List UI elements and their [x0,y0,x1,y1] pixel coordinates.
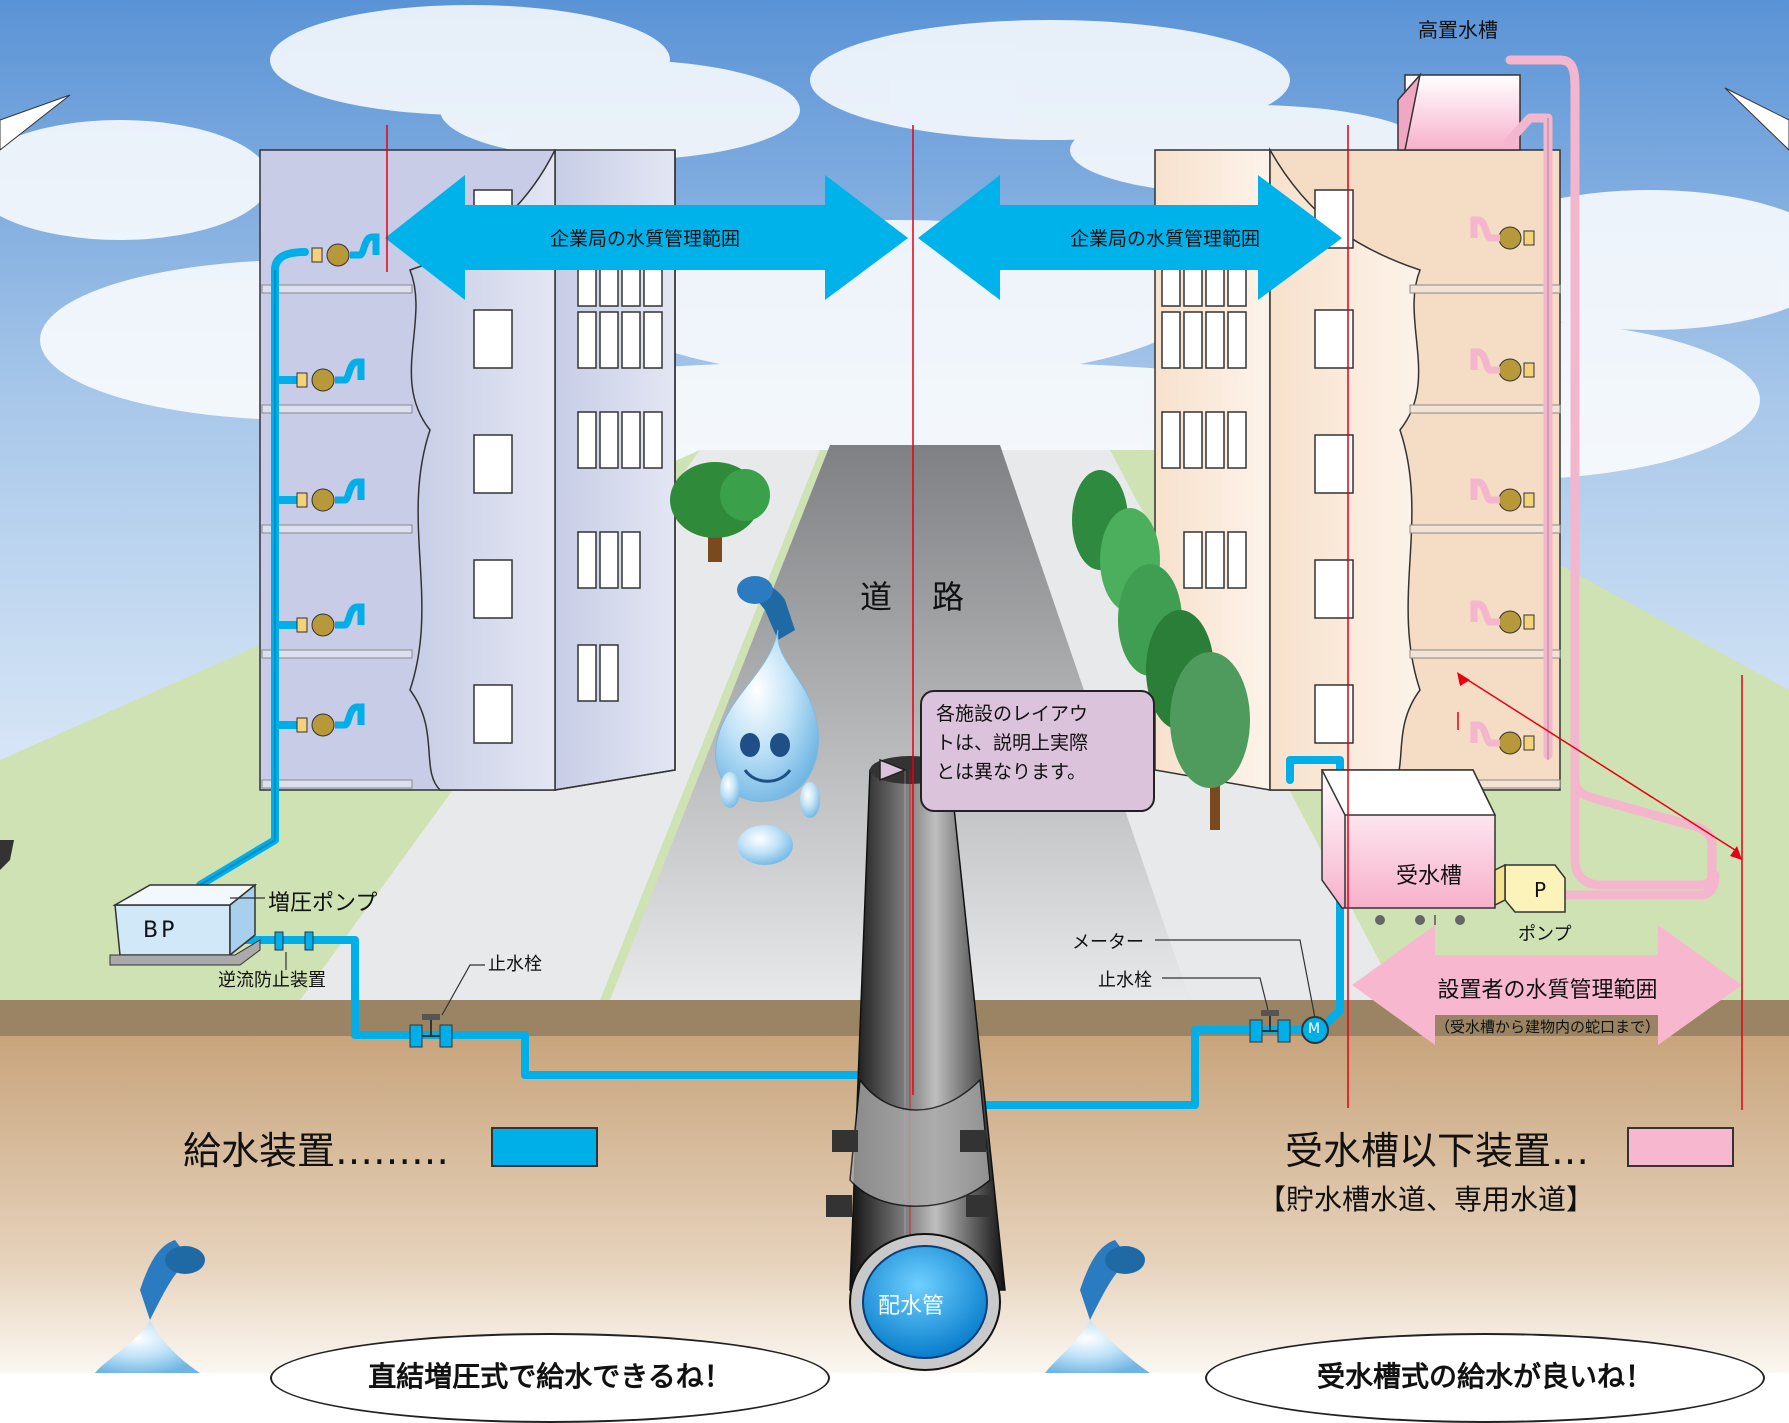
booster-pump-box [109,883,453,1048]
left-faucets [296,233,380,737]
mascot-bottom-left [95,1240,205,1373]
scope-arrow-right[interactable] [918,175,1342,300]
left-edge-wing [0,94,71,151]
left-tree [670,462,770,562]
right-edge-wing [1724,87,1789,151]
backflow-preventer-label: 逆流防止装置 [218,970,326,991]
distribution-main-label: 配水管 [878,1294,945,1319]
legend-swatch-supply [491,1127,598,1167]
stop-valve-left-label: 止水栓 [488,954,542,975]
left-pipe-outline [199,270,276,886]
installer-scope-arrow[interactable] [1352,925,1742,1045]
leader-lines [230,897,1436,1019]
boundary-arrowhead-bottom [1730,846,1742,860]
left-edge-mark [0,840,14,870]
mascot-bottom-right [1045,1240,1150,1373]
scope-left-label: 企業局の水質管理範囲 [549,228,740,250]
pump-symbol-label: P [1534,878,1547,902]
distribution-main [826,756,1006,1371]
right-building [1154,72,1561,791]
stop-valve-right-label: 止水栓 [1098,970,1152,991]
booster-pump-label: 増圧ポンプ [268,891,378,916]
receiving-tank [1320,769,1566,925]
layout-note-bubble: 各施設のレイアウ トは、説明上実際 とは異なります。 [920,690,1155,812]
installer-scope-note: （受水槽から建物内の蛇口まで） [1434,1018,1660,1036]
meter-label: メーター [1072,932,1144,953]
layout-note-line-1: 各施設のレイアウ [936,703,1089,725]
scope-right-label: 企業局の水質管理範囲 [1069,228,1260,250]
elevated-tank [1404,74,1521,151]
scope-arrow-left[interactable] [385,175,908,300]
layout-note-line-3: とは異なります。 [936,761,1087,783]
meter-symbol: M [1308,1021,1321,1037]
boundary-lines [386,125,1743,1110]
installer-scope-label: 設置者の水質管理範囲 [1437,978,1658,1003]
legend-swatch-tank [1627,1127,1734,1167]
right-meter-valve [1249,1010,1329,1044]
water-supply-diagram [0,0,1789,1373]
bubble-tail [879,758,908,782]
right-trees [1072,470,1250,830]
right-faucets [1470,216,1535,755]
right-tank-piping [1503,55,1720,900]
legend-tank-subtext: 【貯水槽水道、専用水道】 [1258,1183,1595,1216]
left-building [259,149,676,791]
pump-label: ポンプ [1518,924,1572,945]
receiving-tank-label: 受水槽 [1396,864,1463,889]
elevated-tank-label: 高置水槽 [1418,18,1498,42]
road-label: 道 路 [860,578,969,616]
boundary-arrowhead-top [1457,672,1470,686]
legend-supply-text: 給水装置……… [183,1129,450,1173]
bp-label: BP [143,918,178,943]
legend-tank-text: 受水槽以下装置… [1285,1129,1590,1173]
speech-bubble-right: 受水槽式の給水が良いね！ [1205,1333,1765,1423]
layout-note-line-2: トは、説明上実際 [936,732,1089,754]
mascot-center [715,576,820,865]
speech-bubble-left: 直結増圧式で給水できるね！ [270,1333,830,1423]
